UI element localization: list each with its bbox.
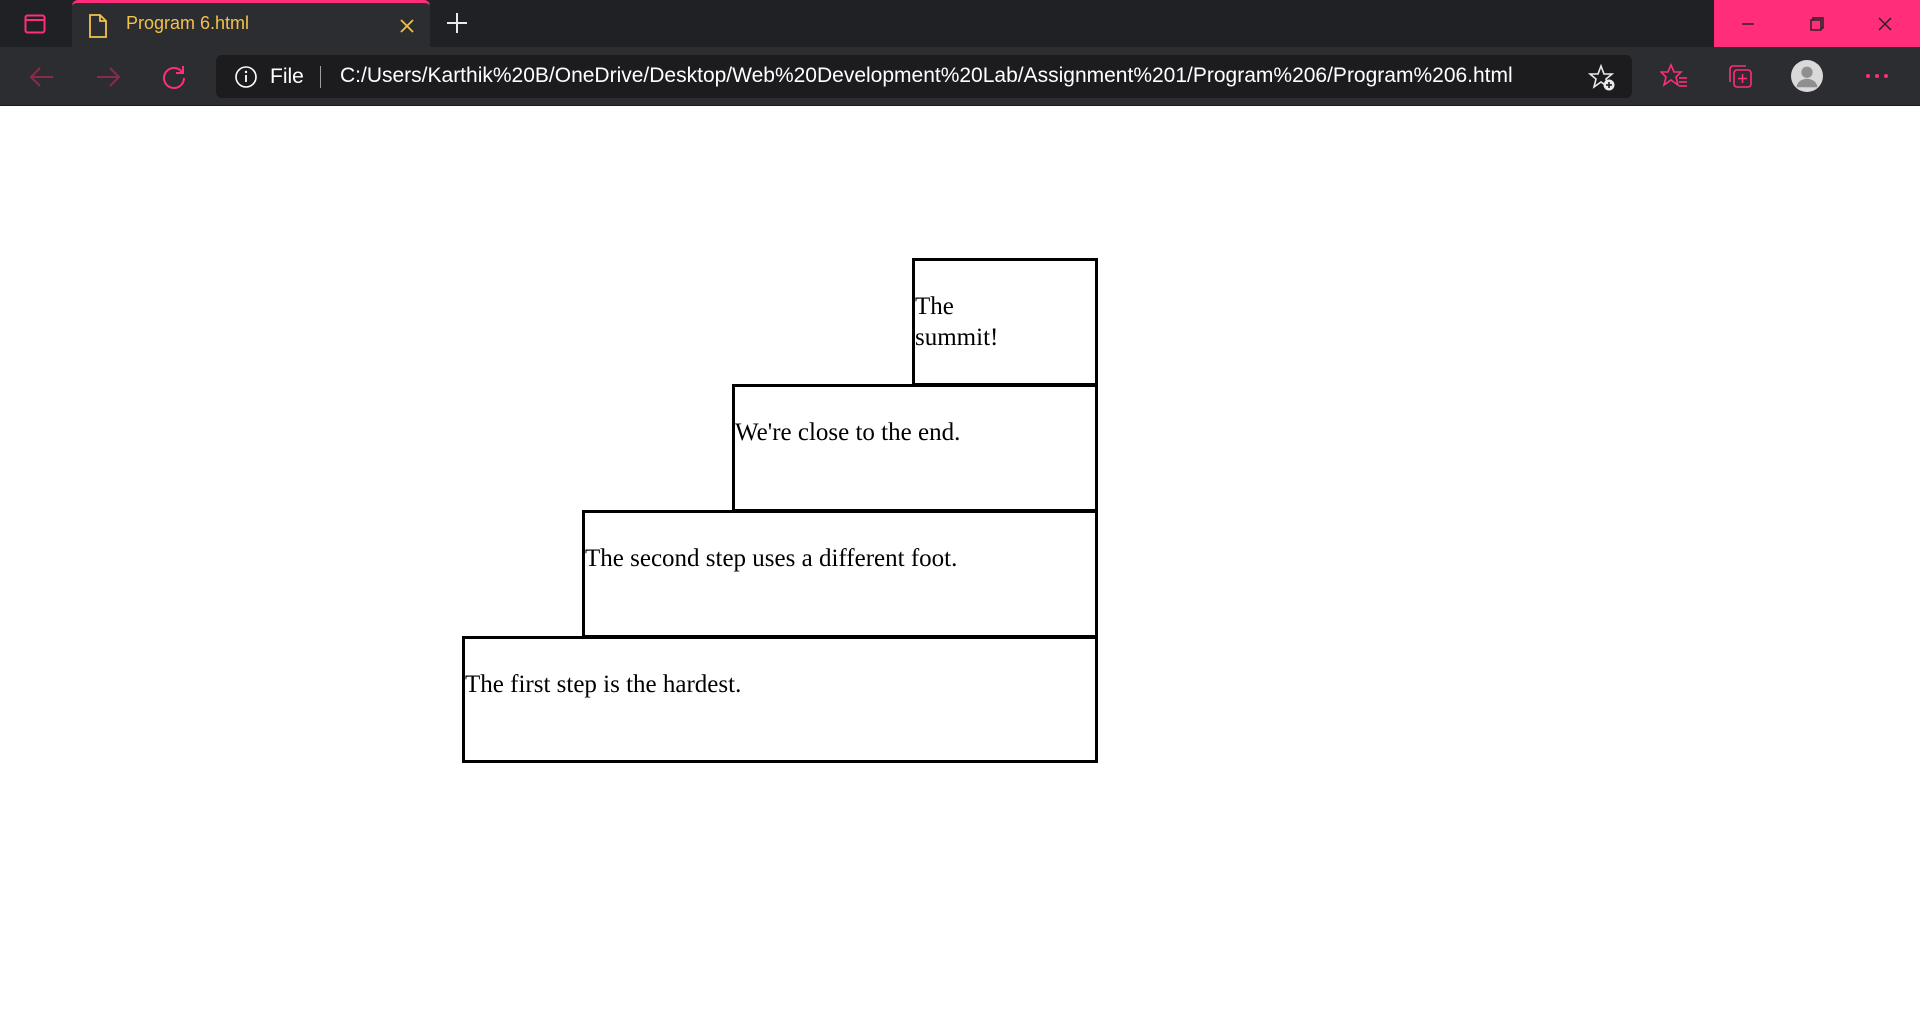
step-summit: The summit! [912,258,1098,386]
back-arrow-icon [29,67,53,87]
address-divider [320,66,321,88]
add-favorite-icon[interactable] [1588,64,1616,92]
collections-button[interactable] [1724,60,1756,92]
step-text: We're close to the end. [735,419,961,446]
refresh-button[interactable] [158,61,190,93]
favorites-icon [1660,63,1687,87]
settings-more-button[interactable] [1861,60,1893,92]
minimize-button[interactable] [1714,0,1783,47]
step-text: The summit! [915,293,999,351]
page-content: The summit! We're close to the end. The … [0,106,1920,1015]
title-bar: Program 6.html [0,0,1920,47]
collections-icon [1729,65,1752,88]
more-icon [1866,74,1888,78]
forward-button[interactable] [92,61,124,93]
minimize-icon [1742,22,1755,25]
tab-actions-button[interactable] [18,12,52,36]
forward-arrow-icon [97,67,121,87]
avatar-icon [1791,60,1823,92]
tab-actions-icon [24,14,46,34]
step-text: The second step uses a different foot. [585,545,958,572]
tab-title: Program 6.html [126,13,250,33]
step-text: The first step is the hardest. [465,671,742,698]
active-tab[interactable]: Program 6.html [72,0,430,47]
close-icon [1878,17,1892,30]
favorites-button[interactable] [1658,60,1690,92]
window-controls [1714,0,1920,47]
file-icon [89,14,107,38]
browser-toolbar: File C:/Users/Karthik%20B/OneDrive/Deskt… [0,47,1920,106]
step-two: The second step uses a different foot. [582,510,1098,638]
site-info-button[interactable]: File [234,65,304,89]
restore-icon [1810,16,1824,31]
step-three: We're close to the end. [732,384,1098,512]
info-icon [235,66,257,88]
back-button[interactable] [26,61,58,93]
url-text[interactable]: C:/Users/Karthik%20B/OneDrive/Desktop/We… [340,64,1513,87]
close-tab-icon[interactable] [396,15,418,37]
new-tab-icon[interactable] [444,10,470,36]
close-window-button[interactable] [1851,0,1920,47]
profile-button[interactable] [1791,60,1823,92]
scheme-label: File [270,65,304,88]
step-one: The first step is the hardest. [462,636,1098,763]
refresh-icon [163,66,185,89]
restore-button[interactable] [1782,0,1852,47]
address-bar[interactable]: File C:/Users/Karthik%20B/OneDrive/Deskt… [216,55,1632,98]
